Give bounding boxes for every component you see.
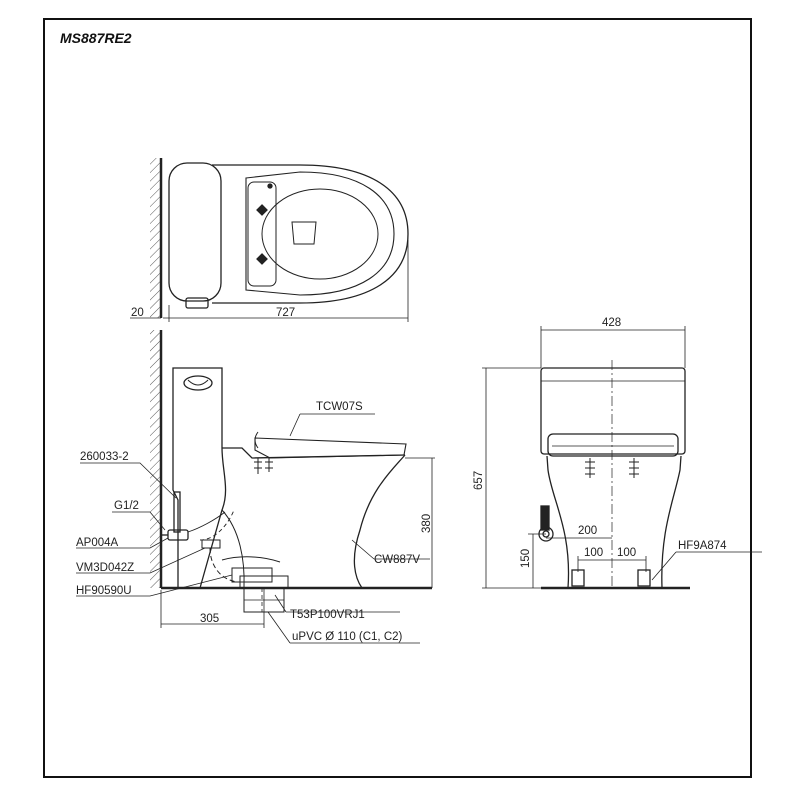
label-angle-valve: AP004A (76, 537, 119, 549)
dim-left-offset: 100 (584, 547, 603, 559)
label-thread: G1/2 (114, 500, 139, 512)
label-bolt-cap: HF9A874 (678, 540, 727, 552)
label-seat: TCW07S (316, 401, 363, 413)
dim-seat-height: 380 (421, 514, 433, 533)
drawing-frame (43, 18, 752, 778)
side-leaders (76, 413, 430, 644)
label-flange: HF90590U (76, 585, 132, 597)
dim-half-width: 200 (578, 525, 597, 537)
label-flex-hose: 260033-2 (80, 451, 129, 463)
label-pipe: uPVC Ø 110 (C1, C2) (292, 631, 403, 643)
front-view (482, 326, 762, 590)
model-title: MS887RE2 (60, 30, 132, 46)
label-sleeve: VM3D042Z (76, 562, 134, 574)
dim-supply-height: 150 (520, 549, 532, 568)
dim-width: 428 (602, 317, 621, 329)
dim-wall-gap: 20 (131, 307, 144, 319)
label-body: CW887V (374, 554, 420, 566)
label-drain: T53P100VRJ1 (290, 609, 365, 621)
dim-right-offset: 100 (617, 547, 636, 559)
dim-length: 727 (276, 307, 295, 319)
dim-height: 657 (473, 471, 485, 490)
side-view (150, 330, 435, 628)
dim-rough-in: 305 (200, 613, 219, 625)
top-view (130, 158, 409, 322)
